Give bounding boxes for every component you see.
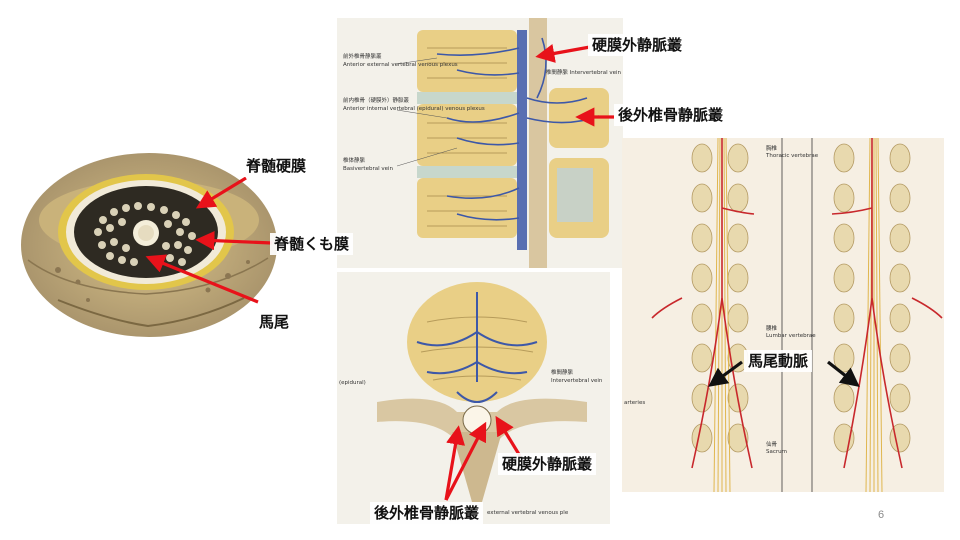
label-epidural-plexus-bottom: 硬膜外静脈叢	[498, 453, 597, 475]
sagittal-basi-jp: 椎体静脈	[343, 158, 366, 164]
sagittal-basi-en: Basivertebral vein	[343, 166, 394, 172]
axial-inter-en: Intervertebral vein	[551, 378, 603, 384]
sagittal-ext-en: Anterior external vertebral venous plexu…	[343, 62, 458, 68]
label-posterior-plexus-top: 後外椎骨静脈叢	[614, 104, 728, 126]
sagittal-inter: 椎間静脈 Intervertebral vein	[545, 70, 621, 76]
page-number: 6	[878, 509, 885, 521]
label-posterior-plexus-bottom: 後外椎骨静脈叢	[370, 502, 484, 524]
artery-lumbar-jp: 腰椎	[766, 326, 778, 332]
label-cauda: 馬尾	[255, 311, 294, 333]
arrow-cauda	[145, 254, 259, 304]
artery-thoracic-jp: 胸椎	[766, 146, 778, 152]
label-cauda-artery: 馬尾動脈	[744, 350, 813, 372]
artery-sacrum-en: Sacrum	[766, 449, 787, 455]
arrow-cauda-artery-left	[708, 360, 743, 387]
arrow-arachnoid	[195, 231, 273, 251]
axial-left-note: (epidural)	[339, 380, 366, 386]
label-arachnoid: 脊髄くも膜	[270, 233, 354, 255]
arrow-dura	[195, 176, 247, 209]
arrow-cauda-artery-right	[827, 360, 860, 387]
arrow-epidural-top	[535, 44, 591, 63]
sagittal-int-jp: 前内椎骨（硬膜外）静脈叢	[343, 98, 410, 104]
arrow-posterior-bottom-2	[444, 421, 487, 501]
arrow-posterior-bottom-1	[444, 425, 466, 501]
sagittal-int-en: Anterior internal vertebral (epidural) v…	[343, 106, 485, 112]
label-dura: 脊髄硬膜	[242, 155, 311, 177]
axial-inter-jp: 椎間静脈	[551, 370, 574, 376]
sagittal-ext-jp: 前外椎骨静脈叢	[343, 54, 382, 60]
axial-venous-plexus-illustration: 椎間静脈 Intervertebral vein (epidural) exte…	[337, 272, 610, 524]
artery-sacrum-jp: 仙骨	[766, 442, 778, 448]
arrow-epidural-bottom	[495, 415, 522, 457]
artery-thoracic-en: Thoracic vertebrae	[766, 153, 819, 159]
artery-left-note: arteries	[624, 400, 646, 406]
axial-bottom-note: external vertebral venous ple	[487, 510, 569, 516]
label-epidural-plexus-top: 硬膜外静脈叢	[588, 34, 687, 56]
artery-lumbar-en: Lumbar vertebrae	[766, 333, 816, 339]
cauda-arterial-illustration: 胸椎 Thoracic vertebrae 腰椎 Lumbar vertebra…	[622, 138, 944, 492]
